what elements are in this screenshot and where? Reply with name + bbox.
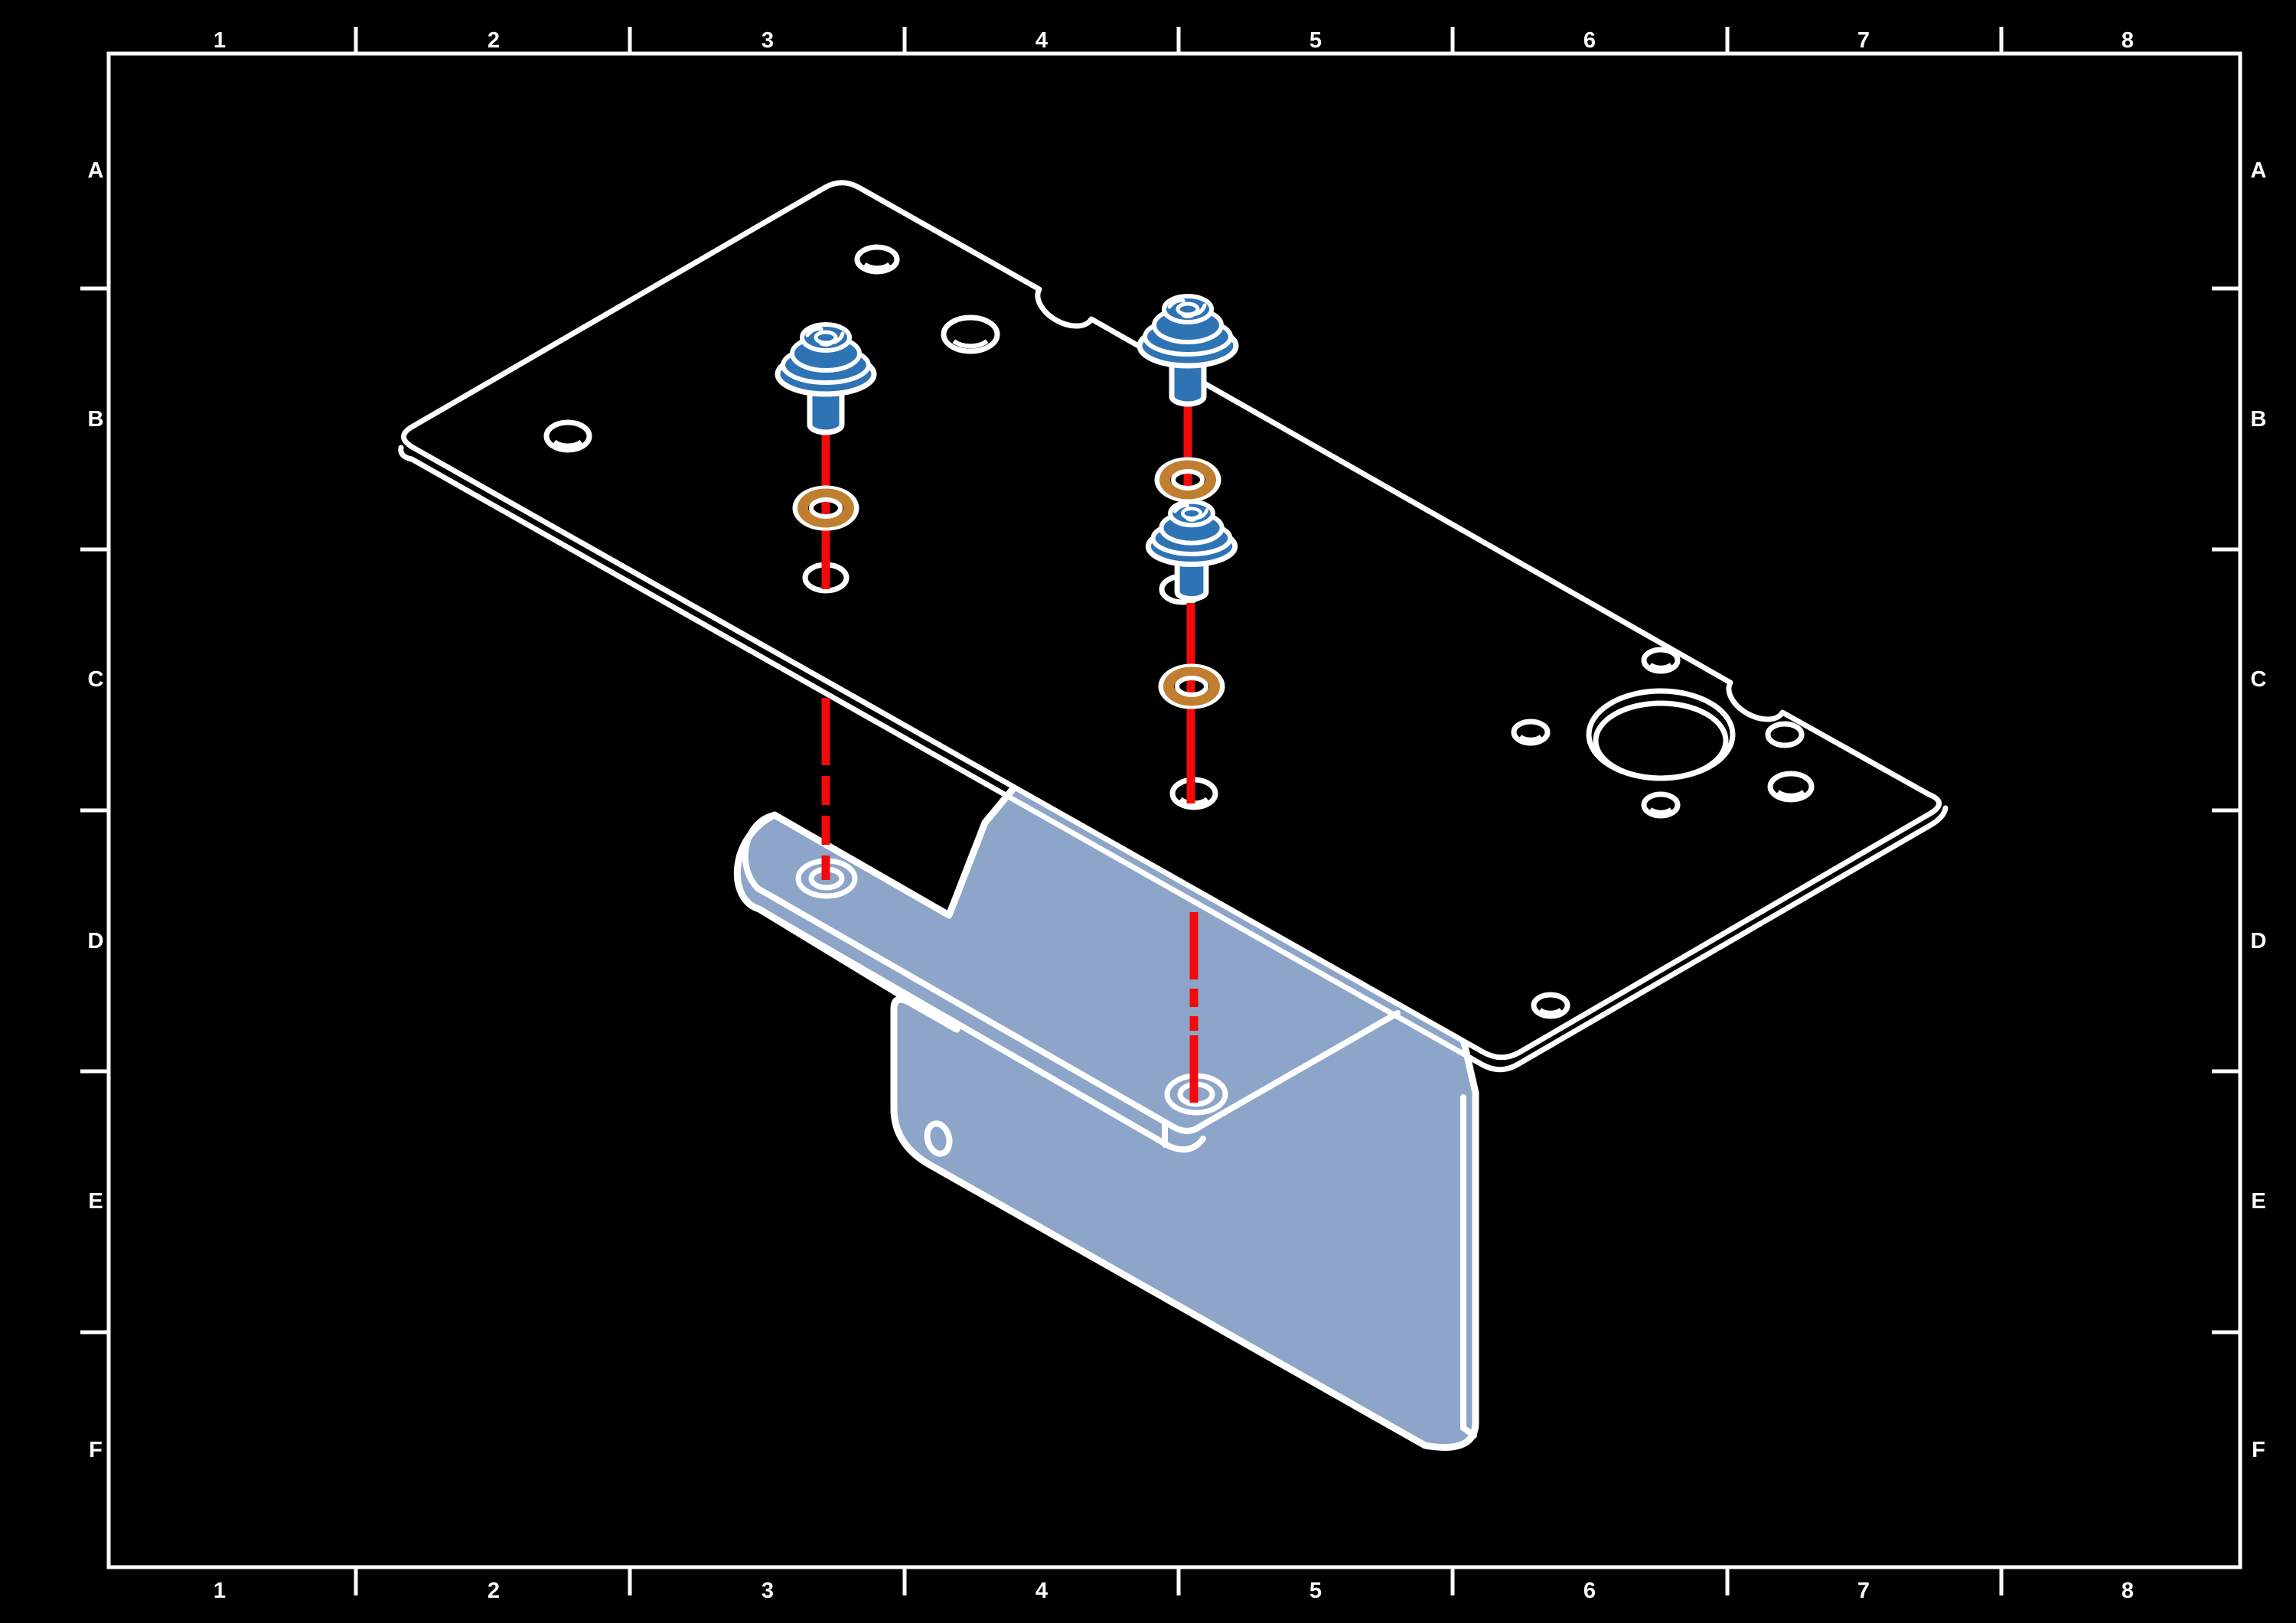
plate-hole [1641,791,1681,819]
plate-hole-depth-arc [1538,1008,1563,1015]
drive-squiggle [1167,298,1207,318]
plate-hole [941,314,1000,354]
screws [775,294,1239,601]
zone-label-bottom: 6 [1583,1579,1596,1603]
zone-label-left: C [88,667,104,692]
plate-hole [854,244,900,275]
screw-drive-marks [1167,298,1207,318]
plate-hole [1641,647,1681,674]
zone-label-bottom: 7 [1857,1579,1870,1603]
plate-hole-depth-arc [1649,807,1673,815]
zone-label-left: E [88,1189,103,1214]
zone-label-top: 3 [762,28,774,53]
plate-hole [1767,771,1815,803]
zone-label-bottom: 3 [762,1579,774,1603]
plate-hole [1531,992,1570,1019]
zone-label-bottom: 2 [488,1579,500,1603]
zone-label-right: F [2252,1438,2265,1462]
plate-hole [543,419,592,453]
washer-outer-edge [1158,663,1225,709]
washer-ring [797,488,854,528]
zone-label-right: E [2251,1189,2265,1214]
zone-label-left: D [88,929,104,953]
drive-squiggle [805,327,845,347]
plate-hole [1511,719,1551,746]
zone-label-right: B [2251,407,2267,432]
plate-outline [401,180,1942,1061]
bracket-edge-lines [742,812,1477,1439]
bracket-web-hole [924,1120,953,1157]
zone-label-top: 4 [1035,28,1048,53]
washer-ring [1163,666,1220,706]
zone-label-bottom: 4 [1035,1579,1048,1603]
zone-label-right: D [2251,929,2267,953]
zone-label-bottom: 5 [1309,1579,1322,1603]
screw-drive-marks [805,327,845,347]
screw-drive-marks [1173,504,1209,522]
screw-top-left [775,322,877,435]
plate-thickness-edge [398,445,1949,1073]
plate-hole-depth-arc [1518,735,1543,742]
plate-hole-depth-arc [863,262,891,271]
washer-outer-edge [792,485,859,531]
zone-label-top: 5 [1309,28,1322,53]
washer [792,485,859,531]
zone-label-right: C [2251,667,2267,692]
zone-label-top: 7 [1857,28,1870,53]
washer-ring [1159,460,1216,500]
washer-inner-edge [809,497,843,519]
plate-hole-depth-arc [952,339,989,349]
zone-label-left: F [89,1438,103,1462]
zone-label-top: 1 [214,28,226,53]
plate-large-hole-inner [1593,700,1729,781]
drive-squiggle [1173,504,1209,522]
zone-label-right: A [2251,158,2267,183]
zone-label-top: 8 [2122,28,2134,53]
zone-label-bottom: 1 [214,1579,226,1603]
zone-label-left: B [88,407,104,432]
plate-hole [1765,721,1805,748]
frame-zone-ticks [80,27,2240,1595]
screw-mid-right [1145,499,1238,601]
washer [1158,663,1225,709]
zone-label-bottom: 8 [2122,1579,2134,1603]
zone-label-left: A [88,158,104,183]
washers [792,457,1225,709]
plate-hole-depth-arc [553,439,583,448]
screw-top-right [1137,294,1239,407]
zone-label-top: 6 [1583,28,1596,53]
plate-hole-depth-arc [1776,790,1805,798]
zone-label-top: 2 [488,28,500,53]
plate-hole-depth-arc [1649,663,1673,670]
washer-inner-edge [1175,676,1208,697]
washer-inner-edge [1171,469,1205,490]
